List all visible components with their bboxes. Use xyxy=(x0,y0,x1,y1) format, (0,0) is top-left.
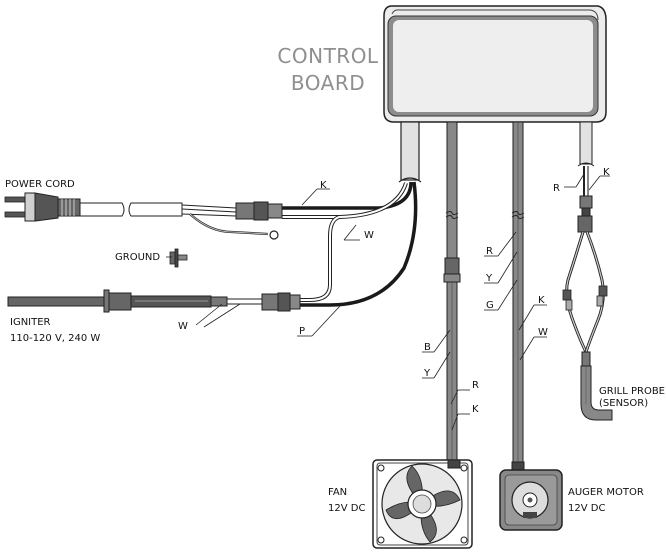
wire-code-power-w: W xyxy=(364,230,374,241)
grill-probe xyxy=(562,121,613,421)
wire-code-fan-k: K xyxy=(472,404,479,415)
auger-motor-label: AUGER MOTOR xyxy=(568,487,644,498)
wire-code-auger-w: W xyxy=(538,327,548,338)
auger-motor-unit xyxy=(499,469,563,531)
auger-harness xyxy=(511,121,525,471)
fan-label: FAN xyxy=(328,487,347,498)
wire-code-fan-y-top: Y xyxy=(485,273,493,284)
ground-terminal-icon xyxy=(169,248,188,268)
igniter-connector xyxy=(261,292,301,312)
power-cord-cable xyxy=(79,202,279,240)
wire-code-igniter-p: P xyxy=(299,326,305,337)
igniter-spec-label: 110-120 V, 240 W xyxy=(10,333,100,344)
wire-code-auger-k: K xyxy=(538,295,545,306)
igniter-label: IGNITER xyxy=(10,317,51,328)
power-cord-plug xyxy=(4,192,81,222)
wire-code-power-k: K xyxy=(320,180,327,191)
control-board-label-line2: BOARD xyxy=(291,71,365,95)
ground-label: GROUND xyxy=(115,252,160,263)
control-board xyxy=(383,5,607,123)
grill-probe-label: GRILL PROBE xyxy=(599,386,665,397)
grill-probe-sublabel: (SENSOR) xyxy=(599,398,648,409)
control-board-label-line1: CONTROL xyxy=(277,44,379,68)
fan-harness xyxy=(443,121,461,463)
wire-code-fan-r: R xyxy=(472,380,479,391)
wire-code-auger-g: G xyxy=(486,300,494,311)
wire-code-probe-r: R xyxy=(553,183,560,194)
power-connector xyxy=(235,201,283,221)
auger-spec-label: 12V DC xyxy=(568,503,605,514)
fan-unit xyxy=(372,459,473,549)
power-cord-label: POWER CORD xyxy=(5,179,75,190)
wire-code-igniter-w: W xyxy=(178,321,188,332)
wire-code-fan-b: B xyxy=(424,342,431,353)
igniter-rod xyxy=(7,289,262,313)
wire-code-fan-y: Y xyxy=(423,368,431,379)
leader-lines xyxy=(195,173,610,431)
fan-spec-label: 12V DC xyxy=(328,503,365,514)
main-harness xyxy=(282,121,422,307)
wire-code-probe-k: K xyxy=(603,167,610,178)
wire-code-fan-r-top: R xyxy=(486,246,493,257)
